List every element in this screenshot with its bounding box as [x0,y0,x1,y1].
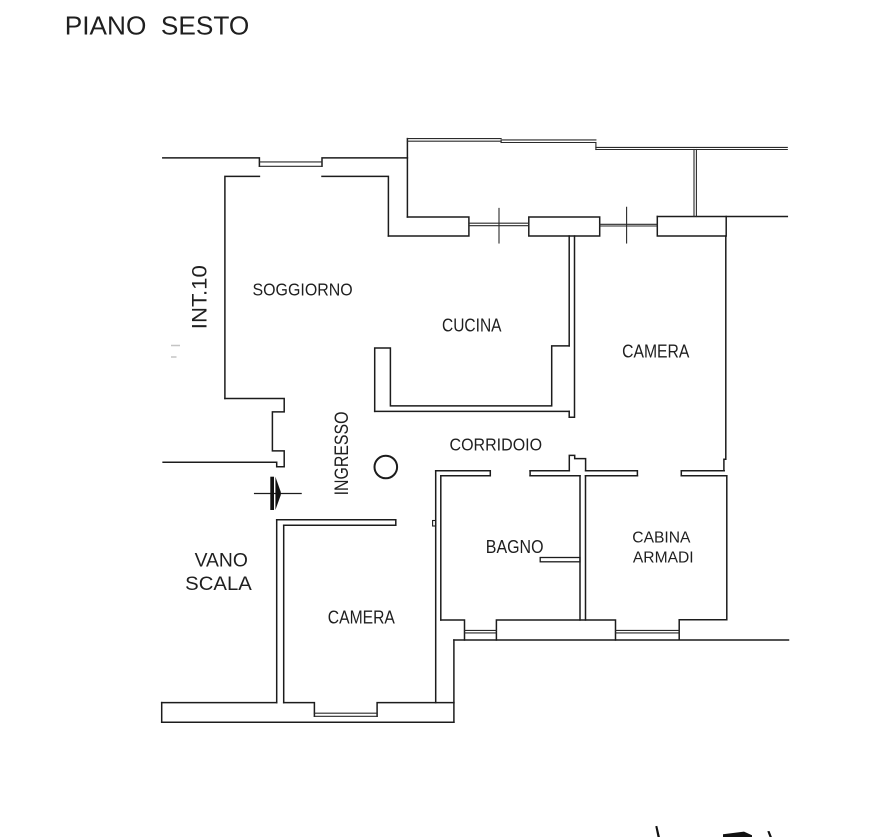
svg-text:CORRIDOIO: CORRIDOIO [450,434,543,454]
svg-text:INGRESSO: INGRESSO [331,412,353,496]
svg-text:CABINA: CABINA [632,530,691,547]
svg-text:SOGGIORNO: SOGGIORNO [253,279,353,299]
svg-text:BAGNO: BAGNO [486,536,544,557]
svg-text:CUCINA: CUCINA [442,314,502,335]
svg-text:VANO: VANO [195,551,248,572]
svg-text:CAMERA: CAMERA [622,341,689,361]
svg-text:SCALA: SCALA [185,574,252,595]
svg-text:ARMADI: ARMADI [633,550,694,567]
svg-text:CAMERA: CAMERA [328,607,395,627]
svg-text:INT.10: INT.10 [188,265,212,329]
svg-text:PIANO SESTO: PIANO SESTO [65,13,250,41]
